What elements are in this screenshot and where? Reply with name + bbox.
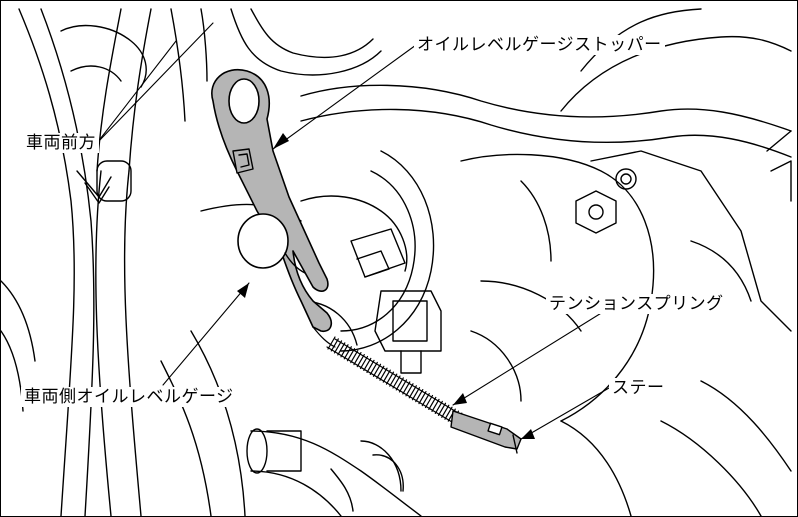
- background-machinery: [1, 8, 792, 516]
- vehicle-front-label: 車両前方: [23, 133, 99, 153]
- tension-spring-part: [312, 326, 466, 428]
- oil-gauge-stopper-label: オイルレベルゲージストッパー: [414, 35, 665, 55]
- oil-gauge-stopper-part: [211, 68, 333, 333]
- tension-spring-label: テンションスプリング: [546, 294, 727, 314]
- vehicle-side-oil-gauge-label: 車両側オイルレベルゲージ: [21, 387, 237, 407]
- stay-label: ステー: [609, 378, 668, 398]
- arrowheads: [237, 133, 535, 439]
- stay-part: [450, 410, 522, 454]
- leader-lines: [96, 22, 612, 440]
